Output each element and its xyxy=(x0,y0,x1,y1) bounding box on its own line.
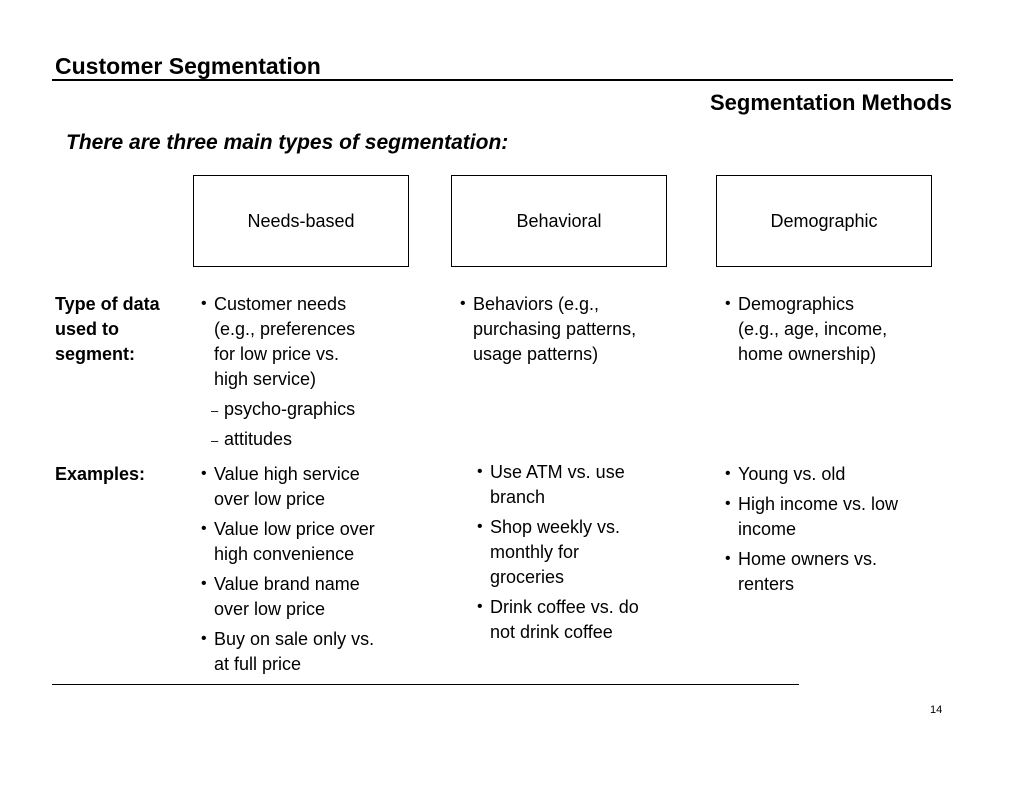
needs-data-cell: Customer needs (e.g., preferences for lo… xyxy=(201,291,431,453)
needs-example-item: Buy on sale only vs. at full price xyxy=(201,626,431,677)
demographic-example-item: High income vs. low income xyxy=(725,491,965,542)
row-label-line: segment: xyxy=(55,344,136,364)
text-line: Drink coffee vs. do xyxy=(490,597,639,617)
needs-examples-cell: Value high service over low price Value … xyxy=(201,461,431,682)
text-line: Value brand name xyxy=(214,574,360,594)
text-line: Young vs. old xyxy=(738,464,846,484)
behavioral-example-item: Drink coffee vs. do not drink coffee xyxy=(477,594,707,645)
text-line: purchasing patterns, xyxy=(473,319,637,339)
behavioral-examples-cell: Use ATM vs. use branch Shop weekly vs. m… xyxy=(477,459,707,650)
text-line: at full price xyxy=(214,654,302,674)
column-header-demographic: Demographic xyxy=(716,175,932,267)
text-line: high service) xyxy=(214,369,317,389)
column-header-needs-based: Needs-based xyxy=(193,175,409,267)
text-line: branch xyxy=(490,487,546,507)
text-line: home ownership) xyxy=(738,344,877,364)
row-label-line: used to xyxy=(55,319,120,339)
text-line: over low price xyxy=(214,599,326,619)
text-line: Value high service xyxy=(214,464,360,484)
text-line: Demographics xyxy=(738,294,855,314)
footer-divider xyxy=(52,684,799,685)
text-line: Shop weekly vs. xyxy=(490,517,621,537)
text-line: income xyxy=(738,519,797,539)
behavioral-example-item: Shop weekly vs. monthly for groceries xyxy=(477,514,707,590)
page-number: 14 xyxy=(930,704,943,716)
text-line: (e.g., age, income, xyxy=(738,319,888,339)
column-header-behavioral: Behavioral xyxy=(451,175,667,267)
text-line: Use ATM vs. use xyxy=(490,462,625,482)
needs-example-item: Value high service over low price xyxy=(201,461,431,512)
needs-data-bullet: Customer needs (e.g., preferences for lo… xyxy=(201,291,431,392)
row-label-examples: Examples: xyxy=(55,464,146,484)
text-line: Buy on sale only vs. xyxy=(214,629,375,649)
demographic-example-item: Home owners vs. renters xyxy=(725,546,965,597)
text-line: Behaviors (e.g., xyxy=(473,294,600,314)
column-header-label: Demographic xyxy=(770,210,878,231)
section-subtitle: Segmentation Methods xyxy=(709,90,952,115)
behavioral-data-bullet: Behaviors (e.g., purchasing patterns, us… xyxy=(460,291,700,367)
needs-example-item: Value brand name over low price xyxy=(201,571,431,622)
lead-statement: There are three main types of segmentati… xyxy=(66,131,509,154)
demographic-data-bullet: Demographics (e.g., age, income, home ow… xyxy=(725,291,965,367)
text-line: Home owners vs. xyxy=(738,549,878,569)
text-line: usage patterns) xyxy=(473,344,599,364)
page-title: Customer Segmentation xyxy=(55,53,321,79)
text-line: monthly for xyxy=(490,542,580,562)
behavioral-data-cell: Behaviors (e.g., purchasing patterns, us… xyxy=(460,291,700,372)
text-line: High income vs. low xyxy=(738,494,899,514)
needs-example-item: Value low price over high convenience xyxy=(201,516,431,567)
demographic-data-cell: Demographics (e.g., age, income, home ow… xyxy=(725,291,965,372)
text-line: Customer needs xyxy=(214,294,347,314)
needs-sub-item: attitudes xyxy=(201,427,431,453)
text-line: high convenience xyxy=(214,544,355,564)
needs-sub-item: psycho-graphics xyxy=(201,397,431,423)
text-line: for low price vs. xyxy=(214,344,340,364)
title-divider xyxy=(52,79,953,81)
row-label-type-of-data: Type of data used to segment: xyxy=(55,292,160,367)
text-line: renters xyxy=(738,574,795,594)
demographic-example-item: Young vs. old xyxy=(725,461,965,487)
text-line: Value low price over xyxy=(214,519,375,539)
text-line: (e.g., preferences xyxy=(214,319,356,339)
row-label-line: Type of data xyxy=(55,294,160,314)
demographic-examples-cell: Young vs. old High income vs. low income… xyxy=(725,461,965,602)
column-header-label: Behavioral xyxy=(516,210,602,231)
text-line: over low price xyxy=(214,489,326,509)
behavioral-example-item: Use ATM vs. use branch xyxy=(477,459,707,510)
text-line: groceries xyxy=(490,567,565,587)
text-line: not drink coffee xyxy=(490,622,613,642)
column-header-label: Needs-based xyxy=(247,210,355,231)
